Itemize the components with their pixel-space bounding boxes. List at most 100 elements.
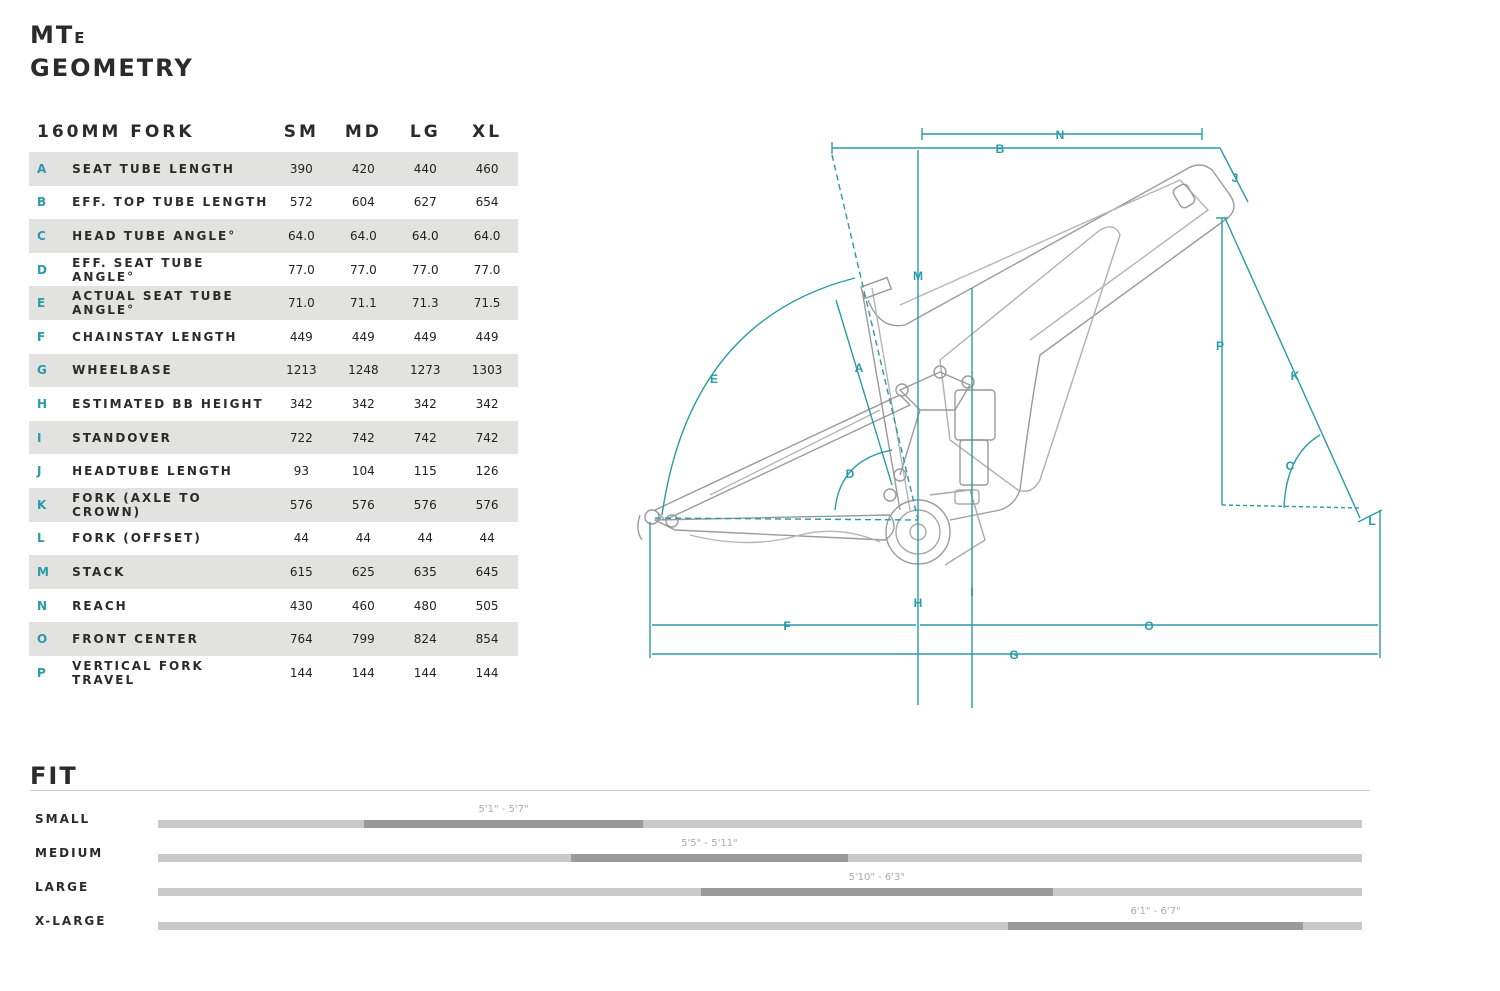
row-value-lg: 440 <box>394 152 457 186</box>
dim-label-b: B <box>996 142 1005 156</box>
row-value-lg: 64.0 <box>394 219 457 253</box>
fit-height-range: 5'5" - 5'11" <box>570 838 848 862</box>
row-value-sm: 722 <box>270 420 333 455</box>
fit-range-label: 5'1" - 5'7" <box>478 804 529 815</box>
row-value-md: 449 <box>351 329 375 344</box>
table-header-row: 160MM FORK SM MD LG XL <box>29 112 518 152</box>
row-value-sm: 764 <box>270 622 333 656</box>
fit-size-label: SMALL <box>35 812 91 826</box>
row-value-lg: 449 <box>413 329 437 344</box>
row-value-md: 420 <box>332 152 395 186</box>
row-code: E <box>29 286 73 320</box>
size-header-xl: XL <box>472 122 503 142</box>
row-value-lg: 627 <box>413 195 437 210</box>
row-value-md: 742 <box>332 420 395 455</box>
row-value-xl: 126 <box>475 464 499 479</box>
dim-label-p: P <box>1216 339 1224 353</box>
size-header-sm: SM <box>283 122 319 142</box>
size-header-lg: LG <box>409 122 441 142</box>
dim-label-j: J <box>1232 171 1239 185</box>
bike-frame-drawing <box>637 164 1235 566</box>
row-value-sm: 449 <box>289 329 313 344</box>
dim-label-o: O <box>1144 619 1153 633</box>
row-value-sm: 390 <box>270 152 333 186</box>
row-value-lg: 576 <box>394 487 457 522</box>
row-value-lg: 635 <box>394 555 457 589</box>
row-value-md: 625 <box>332 555 395 589</box>
row-value-sm: 572 <box>289 195 313 210</box>
fit-track: 5'5" - 5'11" <box>158 838 1362 862</box>
row-value-lg: 1273 <box>394 353 457 388</box>
fit-height-range: 5'10" - 6'3" <box>701 872 1053 896</box>
row-value-sm: 1213 <box>270 353 333 388</box>
row-label: SEAT TUBE LENGTH <box>72 152 271 186</box>
title-sub: E <box>74 29 85 47</box>
row-value-lg: 77.0 <box>411 262 439 277</box>
row-code: A <box>29 152 73 186</box>
row-label: ESTIMATED BB HEIGHT <box>72 396 264 411</box>
row-value-lg: 144 <box>413 665 437 680</box>
row-code: O <box>29 622 73 656</box>
row-label: REACH <box>72 598 128 613</box>
row-label: EFF. SEAT TUBE ANGLE° <box>72 255 205 284</box>
row-label: ACTUAL SEAT TUBE ANGLE° <box>72 286 271 320</box>
row-value-md: 460 <box>351 598 375 613</box>
dim-label-n: N <box>1056 128 1065 142</box>
row-value-md: 144 <box>351 665 375 680</box>
fit-track: 5'1" - 5'7" <box>158 804 1362 828</box>
dim-label-c: C <box>1286 459 1295 473</box>
row-value-md: 604 <box>351 195 375 210</box>
fit-row: X-LARGE 6'1" - 6'7" <box>0 906 1500 941</box>
row-value-sm: 144 <box>289 665 313 680</box>
row-value-xl: 77.0 <box>473 262 501 277</box>
row-value-sm: 93 <box>293 464 309 479</box>
fit-height-range: 5'1" - 5'7" <box>363 804 644 828</box>
row-code: K <box>29 487 73 522</box>
row-value-sm: 64.0 <box>270 219 333 253</box>
fit-size-label: X-LARGE <box>35 914 107 928</box>
row-code: P <box>37 665 46 680</box>
row-label: WHEELBASE <box>72 353 271 388</box>
row-code: L <box>37 531 45 546</box>
dim-label-i: I <box>970 585 973 599</box>
fit-height-range: 6'1" - 6'7" <box>1008 906 1303 930</box>
row-value-lg: 480 <box>413 598 437 613</box>
row-label: STACK <box>72 555 271 589</box>
row-value-xl: 505 <box>475 598 499 613</box>
row-label: EFF. TOP TUBE LENGTH <box>72 195 269 210</box>
row-label: HEAD TUBE ANGLE° <box>72 219 271 253</box>
row-code: J <box>37 464 42 479</box>
row-value-lg: 742 <box>394 420 457 455</box>
row-value-md: 77.0 <box>349 262 377 277</box>
row-value-xl: 1303 <box>456 353 518 388</box>
row-value-xl: 144 <box>475 665 499 680</box>
fit-track: 5'10" - 6'3" <box>158 872 1362 896</box>
row-value-lg: 115 <box>413 464 437 479</box>
row-value-xl: 449 <box>475 329 499 344</box>
dim-label-g: G <box>1009 648 1018 662</box>
dim-label-h: H <box>914 596 923 610</box>
row-code: N <box>37 598 48 613</box>
row-code: I <box>29 420 73 455</box>
row-label: FORK (OFFSET) <box>72 531 202 546</box>
row-value-md: 342 <box>351 396 375 411</box>
row-value-lg: 824 <box>394 622 457 656</box>
dim-label-e: E <box>710 372 718 386</box>
title-main: MT <box>30 21 75 49</box>
row-code: M <box>29 555 73 589</box>
fork-heading: 160MM FORK <box>37 122 195 142</box>
row-value-sm: 615 <box>270 555 333 589</box>
row-code: B <box>37 195 47 210</box>
row-value-md: 1248 <box>332 353 395 388</box>
